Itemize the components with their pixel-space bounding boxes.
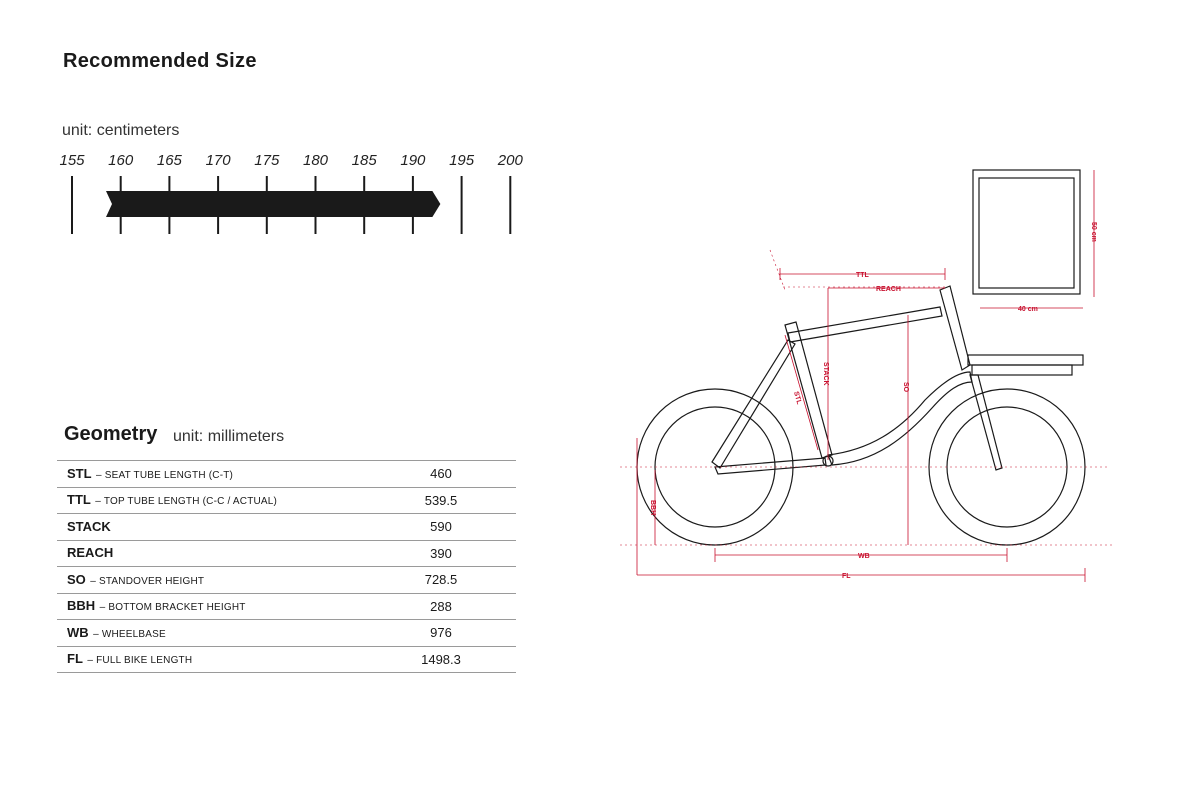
dimension-labels: TTL REACH STACK STL SO BBH WB FL 50 cm 4… <box>649 222 1097 580</box>
geometry-row-so: SO – standover height 728.5 <box>57 566 516 594</box>
geometry-title: Geometry <box>64 423 158 445</box>
dim-label-so: SO <box>902 382 909 393</box>
row-desc: – bottom bracket height <box>99 602 246 614</box>
dim-label-ttl: TTL <box>856 272 870 279</box>
geometry-row-stack: STACK 590 <box>57 513 516 541</box>
scale-tick-label: 180 <box>303 152 329 169</box>
scale-tick-label: 170 <box>206 152 232 169</box>
reference-lines <box>620 249 1115 546</box>
row-abbr: REACH <box>67 545 114 561</box>
dim-label-wb: WB <box>858 553 870 560</box>
dim-label-stack: STACK <box>822 362 829 386</box>
row-value: 390 <box>366 540 516 567</box>
geometry-unit: unit: millimeters <box>173 428 285 445</box>
geometry-row-bbh: BBH – bottom bracket height 288 <box>57 593 516 620</box>
dim-label-reach: REACH <box>876 286 901 293</box>
row-desc: – Seat tube length (C-T) <box>96 469 234 481</box>
row-value: 728.5 <box>366 566 516 594</box>
row-value: 539.5 <box>366 487 516 514</box>
geometry-row-reach: REACH 390 <box>57 540 516 567</box>
row-value: 288 <box>366 593 516 620</box>
geometry-row-stl: STL – Seat tube length (C-T) 460 <box>57 460 516 488</box>
geometry-row-wb: WB – wheelbase 976 <box>57 619 516 647</box>
scale-tick-label: 155 <box>59 152 85 169</box>
geometry-row-fl: FL – full bike length 1498.3 <box>57 646 516 673</box>
row-value: 1498.3 <box>366 646 516 673</box>
size-scale: 155 160 165 170 175 180 185 190 195 200 <box>59 152 524 234</box>
dim-label-bbh: BBH <box>649 500 656 515</box>
row-desc: – Top tube length (C-C / actual) <box>95 496 278 508</box>
row-abbr: SO <box>67 571 86 587</box>
scale-tick-label: 185 <box>352 152 378 169</box>
row-abbr: FL <box>67 651 83 667</box>
bike-frame <box>711 285 1003 475</box>
bike-geometry-diagram: TTL REACH STACK STL SO BBH WB FL 50 cm 4… <box>620 169 1115 582</box>
row-value: 976 <box>366 619 516 647</box>
row-abbr: TTL <box>67 492 91 508</box>
scale-tick-label: 195 <box>449 152 475 169</box>
scale-tick-label: 165 <box>157 152 183 169</box>
cargo-crate <box>967 169 1084 376</box>
row-abbr: STACK <box>67 518 111 534</box>
recommended-size-title: Recommended Size <box>63 50 257 72</box>
scale-tick-label: 200 <box>497 152 524 169</box>
row-abbr: BBH <box>67 598 96 614</box>
row-abbr: STL <box>67 465 92 481</box>
dimension-lines <box>636 170 1095 582</box>
dim-label-fl: FL <box>842 573 851 580</box>
row-abbr: WB <box>67 624 89 640</box>
scale-tick-label: 160 <box>108 152 134 169</box>
row-desc: – full bike length <box>87 655 193 667</box>
dim-label-crate-width: 40 cm <box>1018 306 1038 313</box>
dim-label-crate-height: 50 cm <box>1090 222 1097 242</box>
geometry-table: STL – Seat tube length (C-T) 460 TTL – T… <box>57 460 516 673</box>
recommended-size-unit: unit: centimeters <box>62 122 180 139</box>
row-desc: – wheelbase <box>93 628 166 640</box>
scale-tick-label: 175 <box>254 152 280 169</box>
scale-tick-label: 190 <box>400 152 426 169</box>
recommended-size-range-bar <box>106 191 441 217</box>
row-value: 590 <box>366 513 516 541</box>
dim-label-stl: STL <box>792 391 802 406</box>
row-value: 460 <box>366 460 516 488</box>
row-desc: – standover height <box>90 575 205 587</box>
geometry-row-ttl: TTL – Top tube length (C-C / actual) 539… <box>57 487 516 514</box>
